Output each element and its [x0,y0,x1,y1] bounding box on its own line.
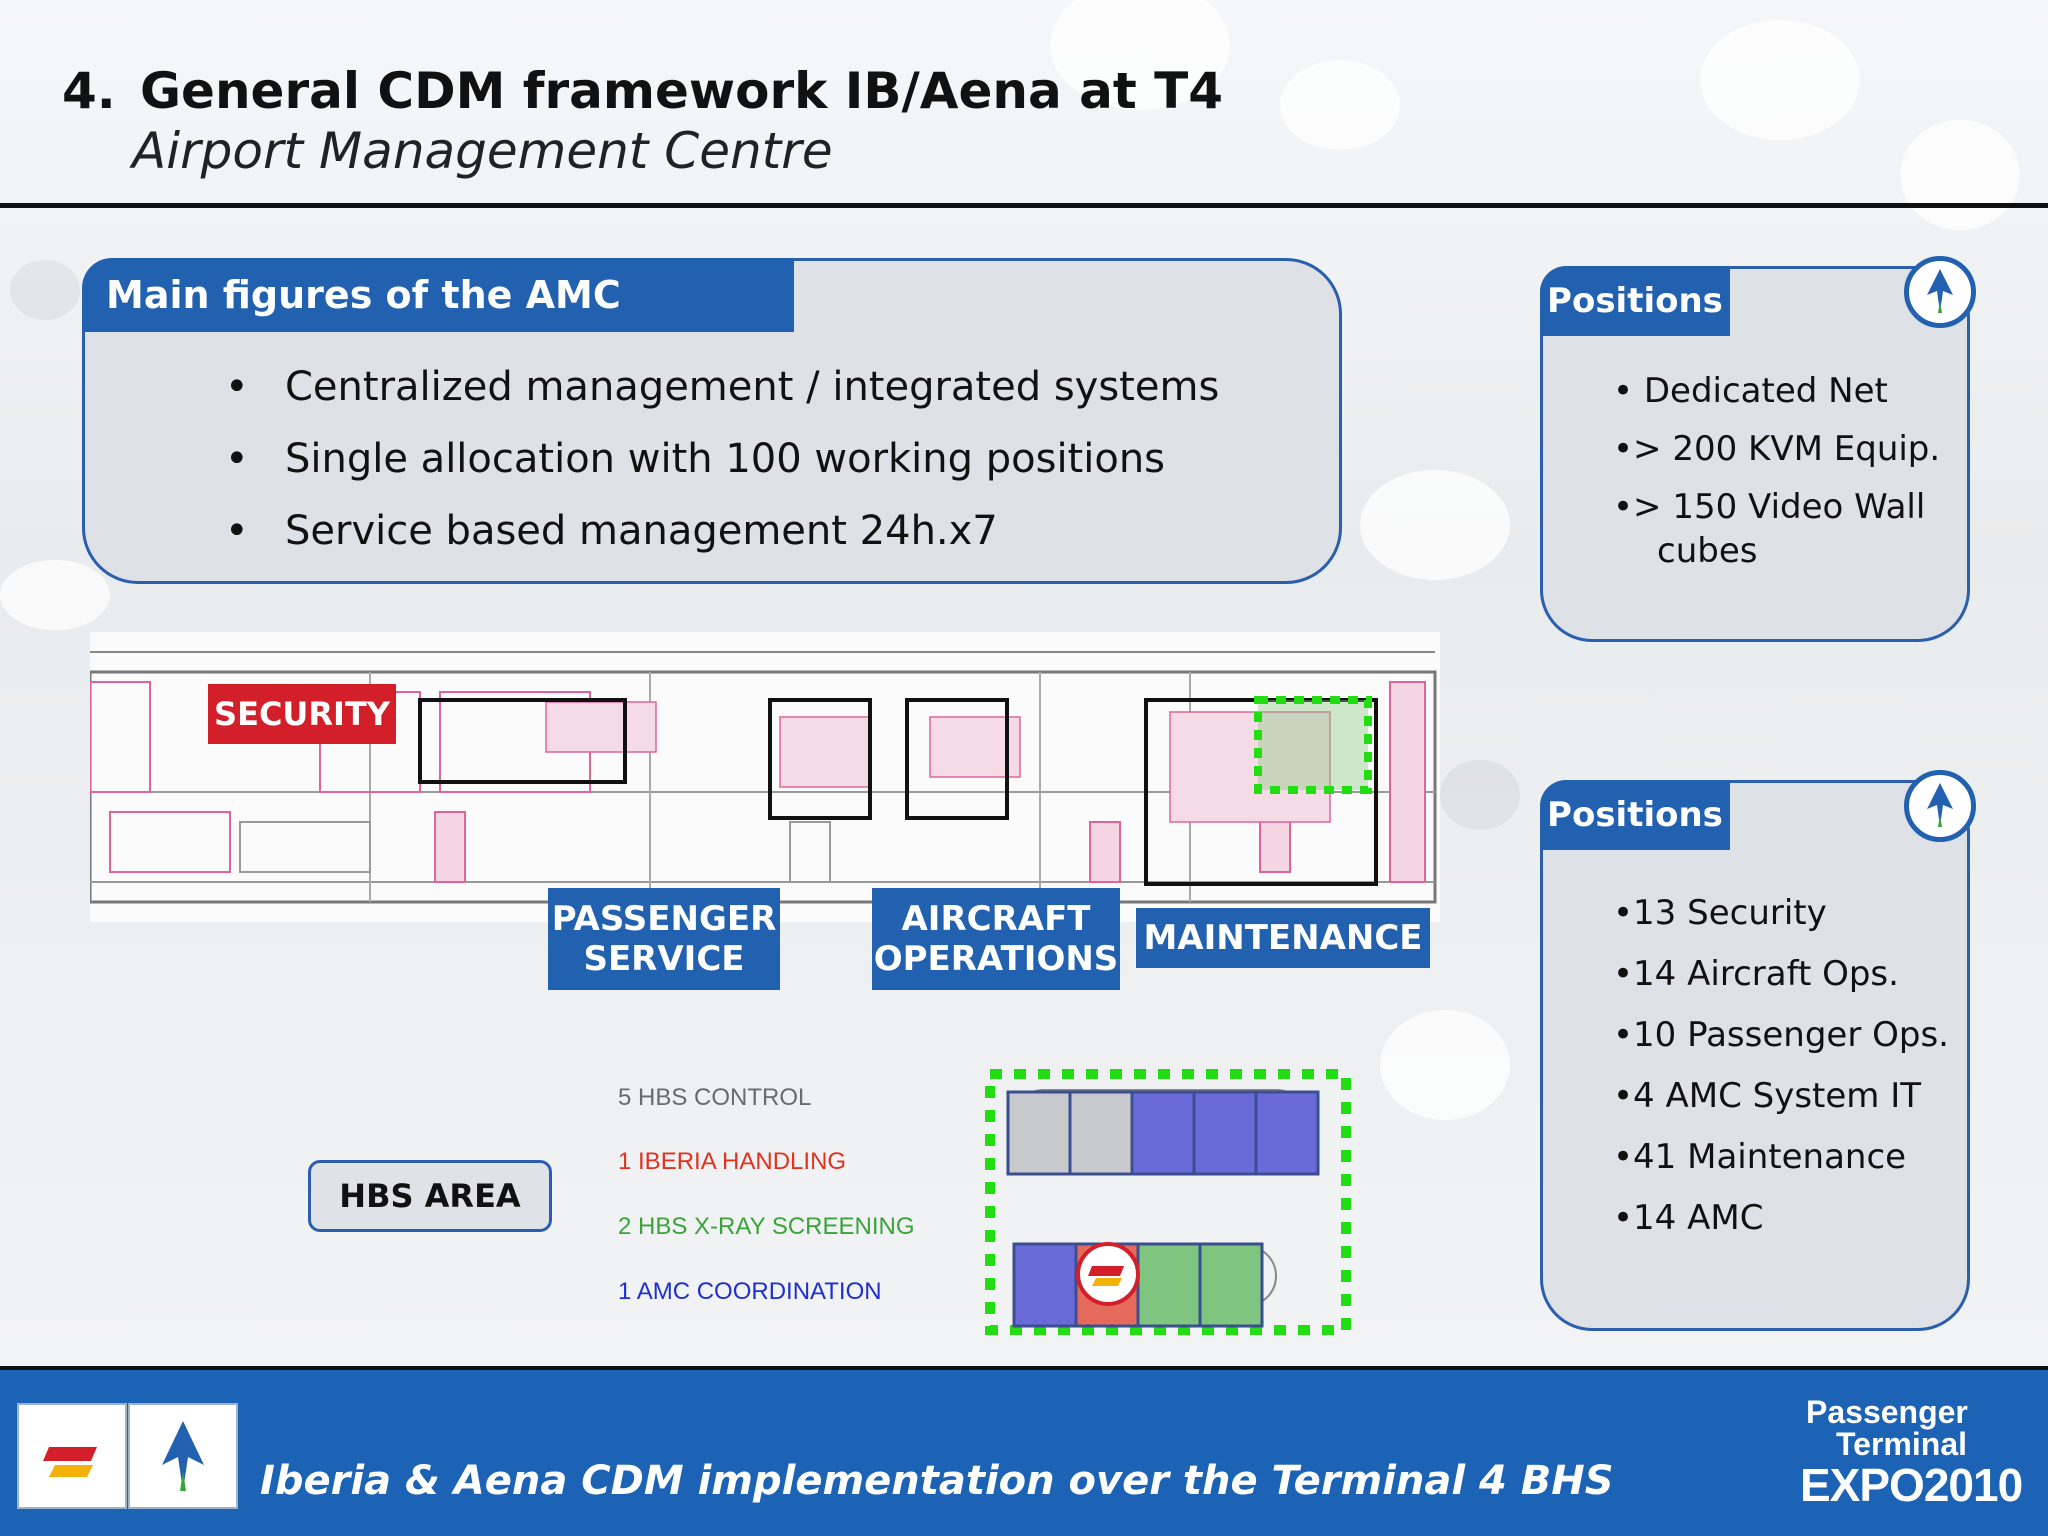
footer-caption: Iberia & Aena CDM implementation over th… [260,1458,1614,1504]
list-item: •4 AMC System IT [1613,1076,1922,1116]
footer-divider [0,1366,2048,1372]
list-item: •14 Aircraft Ops. [1613,954,1899,994]
list-item: • Centralized management / integrated sys… [225,351,1219,423]
maintenance-zone-label: MAINTENANCE [1136,908,1430,968]
positions-panel-title: Positions [1540,266,1730,336]
aena-logo-icon [128,1403,238,1509]
amc-floor-plan [88,632,1440,922]
aena-logo-icon [1904,770,1976,842]
zone-label-line: SERVICE [583,939,745,979]
hbs-area-diagram [985,1069,1351,1335]
slide-header: 4. General CDM framework IB/Aena at T4 A… [0,0,2048,210]
list-item: • Dedicated Net [1613,371,1888,411]
bullet: • [225,508,249,554]
aircraft-operations-zone-label: AIRCRAFT OPERATIONS [872,888,1120,990]
bullet: • [225,364,249,410]
footer-bar [0,1370,2048,1536]
list-item: •14 AMC [1613,1198,1764,1238]
zone-label-line: AIRCRAFT [901,899,1091,939]
positions-staff-list: •13 Security •14 Aircraft Ops. •10 Passe… [1613,883,1949,1249]
hbs-area-label: HBS AREA [308,1160,552,1232]
positions-staff-panel: Positions •13 Security •14 Aircraft Ops.… [1540,780,1970,1331]
iberia-logo-icon [17,1403,127,1509]
hbs-legend-iberia: 1 IBERIA HANDLING [618,1148,847,1175]
slide-title: General CDM framework IB/Aena at T4 [140,62,1224,120]
amc-figures-panel: Main figures of the AMC • Centralized man… [82,258,1342,584]
list-item-text: Centralized management / integrated syst… [285,364,1220,410]
hbs-legend-xray: 2 HBS X-RAY SCREENING [618,1213,915,1240]
list-item: • Service based management 24h.x7 [225,495,1219,567]
list-item: •13 Security [1613,893,1827,933]
passenger-service-zone-label: PASSENGER SERVICE [548,888,780,990]
bullet: • [225,436,249,482]
event-logo-line: Passenger [1806,1394,1968,1430]
slide-subtitle: Airport Management Centre [132,122,833,180]
hbs-legend-amc: 1 AMC COORDINATION [618,1278,882,1305]
positions-infrastructure-list: • Dedicated Net •> 200 KVM Equip. •> 150… [1613,369,1957,587]
passenger-terminal-expo-logo: Passenger Terminal EXPO2010 [1800,1394,2023,1516]
amc-panel-title: Main figures of the AMC [82,258,794,332]
list-item-text: Single allocation with 100 working posit… [285,436,1166,482]
event-logo-line: Terminal [1836,1426,1967,1462]
event-logo-line: EXPO2010 [1800,1459,2023,1511]
list-item-text: Service based management 24h.x7 [285,508,998,554]
list-item: •10 Passenger Ops. [1613,1015,1949,1055]
amc-figures-list: • Centralized management / integrated sys… [225,351,1219,567]
aena-logo-icon [1904,256,1976,328]
list-item: • Single allocation with 100 working posi… [225,423,1219,495]
zone-label-line: PASSENGER [551,899,777,939]
hbs-legend-control: 5 HBS CONTROL [618,1084,812,1111]
security-zone-label: SECURITY [208,684,396,744]
positions-panel-title: Positions [1540,780,1730,850]
zone-label-line: OPERATIONS [873,939,1119,979]
header-divider [0,203,2048,208]
list-item: •> 200 KVM Equip. [1613,429,1941,469]
list-item: •> 150 Video Wall cubes [1613,487,1926,571]
positions-infrastructure-panel: Positions • Dedicated Net •> 200 KVM Equ… [1540,266,1970,642]
section-number: 4. [62,62,116,120]
list-item: •41 Maintenance [1613,1137,1907,1177]
